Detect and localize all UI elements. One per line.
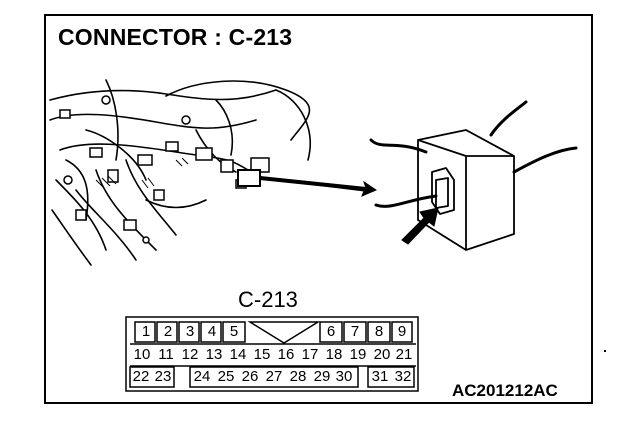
pin-25: 25 (217, 368, 235, 385)
pin-32: 32 (394, 368, 412, 385)
pin-18: 18 (325, 346, 343, 363)
pin-23: 23 (154, 368, 172, 385)
diagram-frame (44, 14, 593, 404)
pin-3: 3 (185, 323, 195, 340)
pin-31: 31 (371, 368, 389, 385)
pin-17: 17 (301, 346, 319, 363)
target-connector (237, 169, 261, 187)
wiring-harness (49, 79, 311, 266)
pin-21: 21 (395, 346, 413, 363)
diagram-title: CONNECTOR : C-213 (58, 24, 293, 50)
pinout-grid (125, 316, 419, 392)
pin-9: 9 (397, 323, 407, 340)
pin-13: 13 (205, 346, 223, 363)
connector-label: C-213 (238, 287, 298, 312)
pin-14: 14 (229, 346, 247, 363)
pin-6: 6 (326, 323, 336, 340)
pointer-arrow (401, 207, 439, 245)
pin-8: 8 (374, 323, 384, 340)
pin-10: 10 (133, 346, 151, 363)
pin-2: 2 (163, 323, 173, 340)
harness-hatching (95, 157, 189, 189)
pin-20: 20 (373, 346, 391, 363)
pin-16: 16 (277, 346, 295, 363)
pin-11: 11 (158, 346, 174, 363)
pin-28: 28 (289, 368, 307, 385)
pin-7: 7 (350, 323, 360, 340)
pin-15: 15 (253, 346, 271, 363)
pin-26: 26 (241, 368, 259, 385)
pin-27: 27 (265, 368, 283, 385)
pin-4: 4 (207, 323, 217, 340)
pin-24: 24 (193, 368, 211, 385)
pin-29: 29 (313, 368, 331, 385)
scan-speck (604, 350, 606, 352)
pin-22: 22 (132, 368, 150, 385)
pin-5: 5 (229, 323, 239, 340)
pin-12: 12 (181, 346, 199, 363)
enlarged-connector (417, 129, 515, 251)
harness-illustration (49, 79, 578, 266)
pin-30: 30 (335, 368, 353, 385)
pin-1: 1 (141, 323, 151, 340)
pin-19: 19 (349, 346, 367, 363)
reference-code: AC201212AC (452, 381, 558, 400)
connector-wires (369, 100, 578, 208)
